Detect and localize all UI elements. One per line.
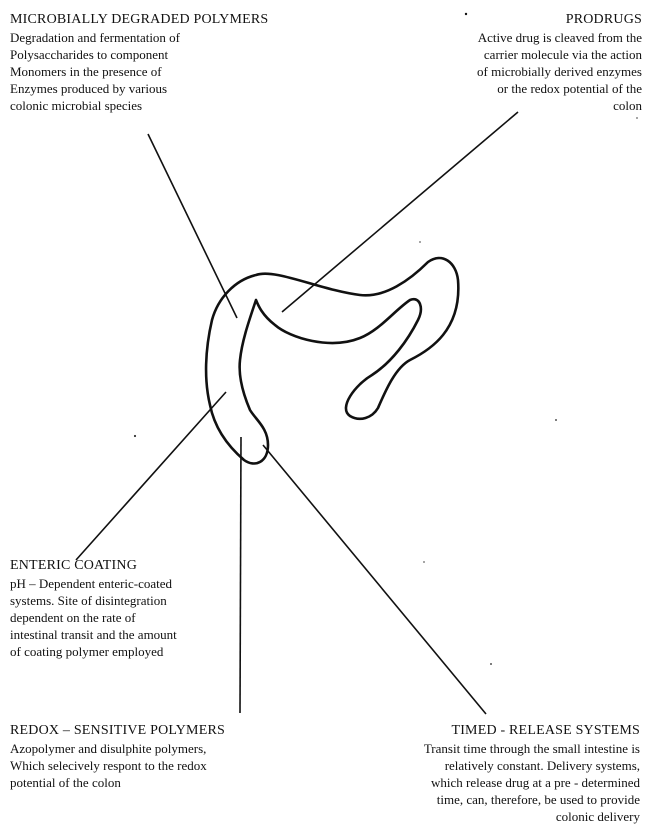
redox-line: Which selecively respont to the redox <box>10 757 225 774</box>
timed-line: Transit time through the small intestine… <box>424 740 640 757</box>
microbial-line: colonic microbial species <box>10 97 268 114</box>
enteric-line: intestinal transit and the amount <box>10 626 177 643</box>
speck <box>555 419 557 421</box>
leader-microbial <box>148 134 237 318</box>
prodrugs-line: colon <box>477 97 642 114</box>
speck <box>134 435 136 437</box>
speck <box>423 561 425 563</box>
speck <box>636 117 638 119</box>
colon-outline <box>206 258 458 463</box>
leader-prodrugs <box>282 112 518 312</box>
enteric-line: pH – Dependent enteric-coated <box>10 575 177 592</box>
redox-block: REDOX – SENSITIVE POLYMERS Azopolymer an… <box>10 722 225 791</box>
enteric-line: systems. Site of disintegration <box>10 592 177 609</box>
timed-title: TIMED - RELEASE SYSTEMS <box>424 722 640 740</box>
redox-title: REDOX – SENSITIVE POLYMERS <box>10 722 225 740</box>
timed-line: which release drug at a pre - determined <box>424 774 640 791</box>
prodrugs-line: or the redox potential of the <box>477 80 642 97</box>
leader-timed <box>263 445 486 714</box>
enteric-line: of coating polymer employed <box>10 643 177 660</box>
prodrugs-line: carrier molecule via the action <box>477 46 642 63</box>
microbial-block: MICROBIALLY DEGRADED POLYMERS Degradatio… <box>10 11 268 114</box>
leader-redox <box>240 437 241 713</box>
speck <box>419 241 421 243</box>
speck <box>465 13 467 15</box>
microbial-line: Enzymes produced by various <box>10 80 268 97</box>
prodrugs-title: PRODRUGS <box>477 11 642 29</box>
timed-block: TIMED - RELEASE SYSTEMS Transit time thr… <box>424 722 640 825</box>
leader-enteric <box>76 392 226 560</box>
speck <box>490 663 492 665</box>
prodrugs-block: PRODRUGS Active drug is cleaved from the… <box>477 11 642 114</box>
prodrugs-line: Active drug is cleaved from the <box>477 29 642 46</box>
enteric-block: ENTERIC COATING pH – Dependent enteric-c… <box>10 557 177 660</box>
redox-line: potential of the colon <box>10 774 225 791</box>
prodrugs-line: of microbially derived enzymes <box>477 63 642 80</box>
timed-line: colonic delivery <box>424 808 640 825</box>
enteric-line: dependent on the rate of <box>10 609 177 626</box>
timed-line: relatively constant. Delivery systems, <box>424 757 640 774</box>
microbial-line: Polysaccharides to component <box>10 46 268 63</box>
microbial-title: MICROBIALLY DEGRADED POLYMERS <box>10 11 268 29</box>
microbial-line: Degradation and fermentation of <box>10 29 268 46</box>
microbial-line: Monomers in the presence of <box>10 63 268 80</box>
redox-line: Azopolymer and disulphite polymers, <box>10 740 225 757</box>
timed-line: time, can, therefore, be used to provide <box>424 791 640 808</box>
enteric-title: ENTERIC COATING <box>10 557 177 575</box>
